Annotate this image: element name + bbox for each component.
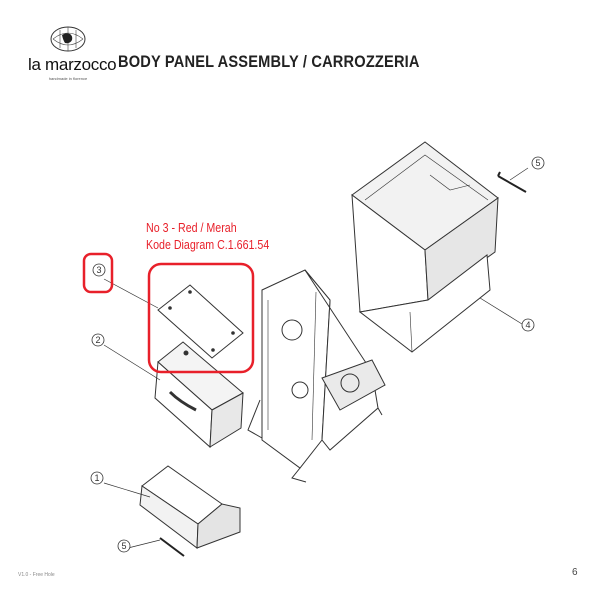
callout-5-lower: 5 bbox=[117, 539, 131, 553]
part-note: No 3 - Red / Merah Kode Diagram C.1.661.… bbox=[146, 219, 269, 253]
part-5-screw-lower bbox=[159, 537, 185, 557]
highlight-box-callout-3 bbox=[82, 252, 114, 294]
part-1-lower-cover bbox=[139, 465, 241, 549]
callout-1: 1 bbox=[90, 471, 104, 485]
part-2-box-housing bbox=[154, 341, 244, 449]
brand-tagline: handmade in florence bbox=[48, 76, 88, 81]
callout-2: 2 bbox=[91, 333, 105, 347]
callout-5-upper-label: 5 bbox=[535, 158, 540, 168]
part-note-line-2: Kode Diagram C.1.661.54 bbox=[146, 237, 270, 252]
brand-logo: la marzocco handmade in florence bbox=[28, 24, 117, 81]
part-4-body-shell bbox=[351, 141, 499, 353]
callout-4: 4 bbox=[521, 318, 535, 332]
part-5-screw-upper bbox=[497, 171, 527, 193]
callout-4-label: 4 bbox=[525, 320, 530, 330]
callout-5-upper: 5 bbox=[531, 156, 545, 170]
footer-version: V1.0 - Free Hole bbox=[18, 572, 55, 578]
highlight-box-part-3 bbox=[147, 262, 255, 374]
callout-2-label: 2 bbox=[95, 335, 100, 345]
lion-crest-icon bbox=[50, 26, 86, 52]
part-note-line-1: No 3 - Red / Merah bbox=[146, 220, 237, 235]
brand-name: la marzocco bbox=[28, 55, 117, 74]
callout-3-label: 3 bbox=[96, 265, 101, 275]
page-title: BODY PANEL ASSEMBLY / CARROZZERIA bbox=[118, 52, 420, 71]
page-number: 6 bbox=[572, 567, 578, 578]
callout-5-lower-label: 5 bbox=[121, 541, 126, 551]
part-3-plate bbox=[157, 284, 244, 359]
callout-3: 3 bbox=[92, 263, 106, 277]
frame-chassis bbox=[247, 269, 386, 483]
callout-1-label: 1 bbox=[94, 473, 99, 483]
